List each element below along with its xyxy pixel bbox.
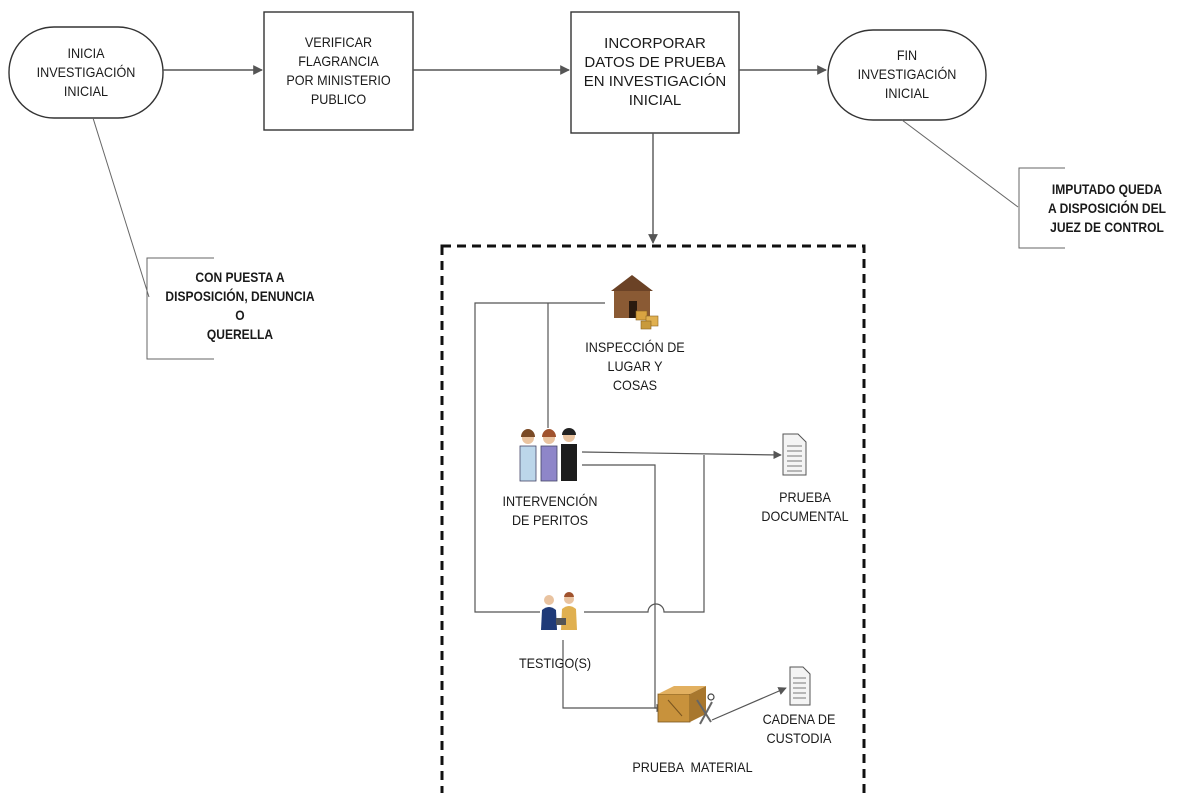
custody-label: CADENA DE CUSTODIA xyxy=(762,711,836,746)
custody-document-icon xyxy=(789,666,811,706)
evidence-connectors xyxy=(474,302,787,721)
verify-process-box xyxy=(263,11,414,131)
verify-box-label: VERIFICAR FLAGRANCIA POR MINISTERIO PUBL… xyxy=(286,34,391,107)
witnesses-label: TESTIGO(S) xyxy=(518,655,592,671)
start-terminator xyxy=(8,26,164,119)
material-to-custody xyxy=(711,687,787,721)
evidence-group-container xyxy=(440,244,866,793)
loop-witness-to-inspection xyxy=(474,302,605,613)
witnesses-icon xyxy=(541,592,577,630)
experts-to-documentary xyxy=(581,450,782,460)
documentary-label: PRUEBA DOCUMENTAL xyxy=(761,489,849,524)
warehouse-icon xyxy=(611,275,659,330)
material-label: PRUEBA MATERIAL xyxy=(632,759,753,775)
document-icon xyxy=(782,433,807,476)
end-terminator-label: FIN INVESTIGACIÓN INICIAL xyxy=(857,47,957,101)
experts-label: INTERVENCIÓN DE PERITOS xyxy=(502,493,598,528)
inspection-label: INSPECCIÓN DE LUGAR Y COSAS xyxy=(585,339,685,393)
start-terminator-label: INICIA INVESTIGACIÓN INICIAL xyxy=(36,45,136,99)
incorporate-box-label: INCORPORAR DATOS DE PRUEBA EN INVESTIGAC… xyxy=(583,35,727,109)
witness-to-documentary xyxy=(584,455,705,613)
end-note-connector xyxy=(901,119,1019,208)
experts-icon xyxy=(519,428,577,482)
start-note-text: CON PUESTA A DISPOSICIÓN, DENUNCIA O QUE… xyxy=(165,269,315,342)
end-terminator xyxy=(827,29,987,121)
start-note-bracket xyxy=(146,257,214,360)
end-note-text: IMPUTADO QUEDA A DISPOSICIÓN DEL JUEZ DE… xyxy=(1048,181,1166,235)
incorporate-process-box xyxy=(570,11,740,134)
start-note-connector xyxy=(92,117,150,298)
end-note-bracket xyxy=(1018,167,1065,249)
material-box-icon xyxy=(657,686,715,725)
witness-to-material xyxy=(562,640,665,713)
